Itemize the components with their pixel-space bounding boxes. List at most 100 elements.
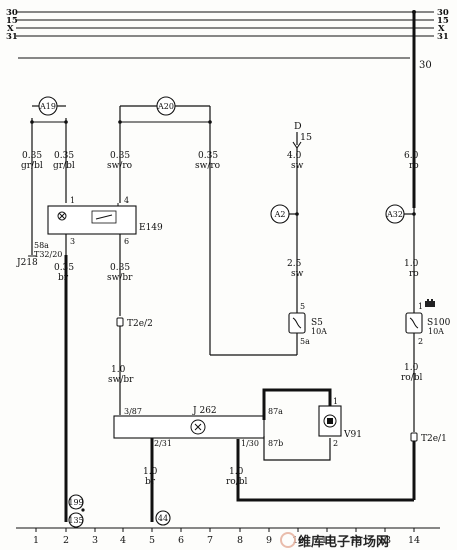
column-ticks [35,528,415,532]
j218-label: J218 [16,258,38,268]
s100-pin1: 1 [418,302,423,311]
e149-label: E149 [139,223,163,233]
column-number: 9 [266,535,272,546]
rail-31-label-left: 31 [6,32,18,42]
w11-color: sw/br [108,375,134,385]
j262-pin-87b: 87b [268,439,283,448]
e149-pin1: 1 [70,196,75,205]
column-number: 3 [92,535,98,546]
power-rails: 30 15 X 31 30 15 X 31 [6,8,449,42]
s100-rating: 10A [428,327,444,336]
j262-87b-wire [263,436,331,461]
watermark-logo-icon [280,532,296,548]
fuse-s5: 5 S5 10A 5a [288,300,327,355]
e149-pin6: 6 [124,237,129,246]
w11-gauge: 1.0 [111,365,126,375]
d15-number: 15 [300,132,312,143]
rail-31-label-right: 31 [437,32,449,42]
w2-color: gr/bl [53,161,75,171]
column-number: 4 [120,535,126,546]
a20-label: A20 [157,102,174,111]
s5-rating: 10A [311,327,327,336]
e149-pin3: 3 [70,237,75,246]
s5-pin5: 5 [300,302,305,311]
j262-pin-87a: 87a [268,407,283,416]
watermark-text: 维库电子市场网 [298,534,389,550]
a32-label: A32 [386,210,403,219]
column-number: 13 [379,535,391,546]
column-number: 11 [321,535,333,546]
w12-gauge: 1.0 [404,363,419,373]
w4-color: sw/ro [195,161,220,171]
w9-gauge: 2.5 [287,259,302,269]
s5-pin5a: 5a [300,337,310,346]
t2e1-symbol [410,432,418,442]
s5-label: S5 [311,318,323,328]
column-number: 10 [292,535,304,546]
j262-87a-wire [262,388,332,420]
column-number: 14 [408,535,420,546]
t2e2-symbol [116,317,124,327]
w14-gauge: 1.0 [229,467,244,477]
ground-135-circle [68,512,84,528]
relay-j262: J 262 3/87 87a 87b 2/31 1/30 [113,406,283,448]
connector-t2e1: T2e/1 [410,432,447,444]
control-unit-j218: 58a T32/20 J218 [16,241,62,268]
j262-pin-387: 3/87 [124,407,142,416]
w10-color: ro [409,269,419,279]
w7-color: br [58,273,69,283]
ground-44-circle [155,510,171,526]
j262-box [113,415,265,439]
col14-rail-label: 30 [419,60,432,71]
j262-return-wire [236,439,414,502]
column-number: 1 [33,535,39,546]
t2e1-label: T2e/1 [421,434,447,444]
column-numbers: 1 2 3 4 5 6 7 8 9 10 11 12 13 14 [33,535,420,546]
w3-color: sw/ro [107,161,132,171]
watermark: 维库电子市场网 [280,532,389,550]
v91-pin2: 2 [333,439,338,448]
w9-color: sw [291,269,304,279]
w14-color: ro/bl [226,477,248,487]
w3-gauge: 0.35 [110,151,130,161]
column-number: 6 [178,535,184,546]
w6-gauge: 6.0 [404,151,419,161]
w5-gauge: 4.0 [287,151,302,161]
s100-pin2: 2 [418,337,423,346]
column-number: 12 [350,535,362,546]
d15-letter: D [294,121,302,132]
w13-gauge: 1.0 [143,467,158,477]
connector-a32: A32 [385,204,416,305]
v91-pin1: 1 [333,397,338,406]
battery-icon [425,301,435,307]
column-number: 2 [63,535,69,546]
column-number: 7 [207,535,213,546]
j218-connector: T32/20 [34,250,62,259]
j218-pin: 58a [34,241,49,250]
j262-pin-231: 2/31 [154,439,172,448]
ground-135-label: 135 [68,516,83,525]
ground-199-label: 199 [68,498,83,507]
column-number: 8 [237,535,243,546]
rail-x-label-right: X [438,24,445,34]
v91-label: V91 [343,430,362,440]
connector-t2e2: T2e/2 [116,317,153,329]
connector-a19: A19 [30,96,68,255]
col14-feed: 30 [18,12,432,118]
w1-gauge: 0.35 [22,151,42,161]
feed-d15: D 15 [292,121,312,208]
rail-30-label-right: 30 [437,8,449,18]
w4-gauge: 0.35 [198,151,218,161]
w5-color: sw [291,161,304,171]
j262-label: J 262 [192,406,217,416]
w12-color: ro/bl [401,373,423,383]
ground-points: 199 135 44 [68,494,171,528]
t2e2-label: T2e/2 [127,319,153,329]
column-number: 5 [149,535,155,546]
w2-gauge: 0.35 [54,151,74,161]
w13-color: br [145,477,156,487]
rail-x-label-left: X [7,24,14,34]
switch-e149: E149 1 3 4 6 [47,196,163,262]
rail-15-label-left: 15 [6,16,18,26]
